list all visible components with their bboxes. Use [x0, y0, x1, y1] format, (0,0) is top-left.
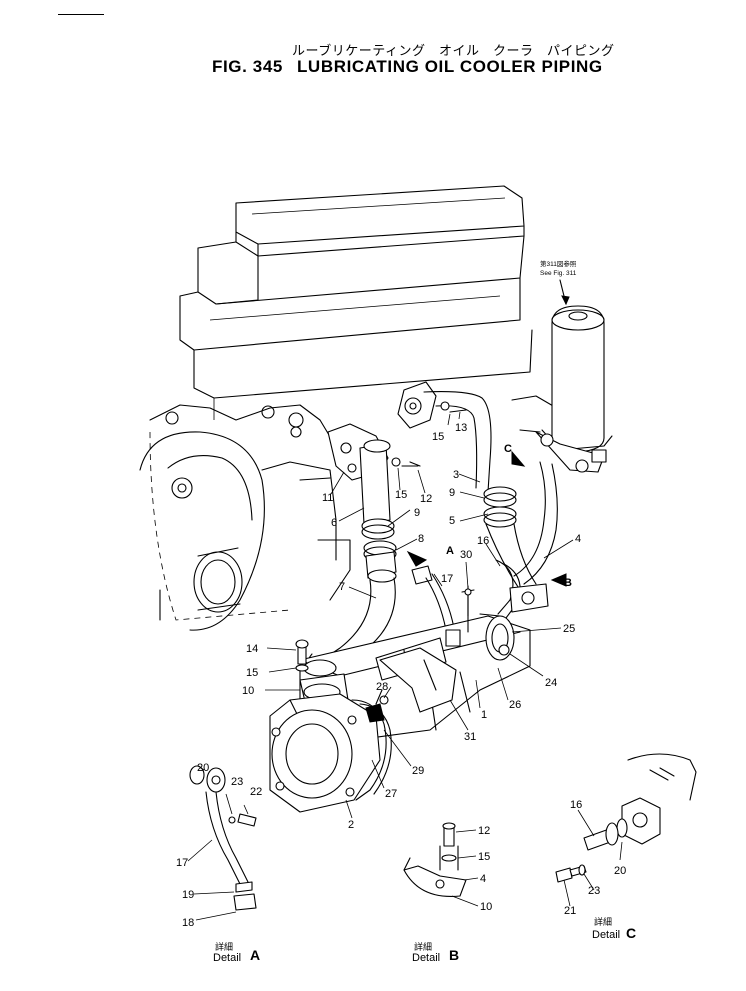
part-label: 4: [575, 533, 581, 545]
part-label: 20: [614, 865, 626, 877]
leader-lines: [265, 411, 574, 819]
engine-block-drawing: [139, 185, 561, 631]
detail-c-label: Detail: [592, 929, 620, 941]
part-label: 5: [449, 515, 455, 527]
part-label: 29: [412, 765, 424, 777]
detail-b-label-japanese: 詳細: [414, 941, 432, 953]
part-label: 15: [478, 851, 490, 863]
part-number-labels: 15 13 3 9 5 4 16 30 17 25 24 26 1 31 28 …: [242, 422, 581, 831]
part-label: 25: [563, 623, 575, 635]
detail-c-letter: C: [626, 925, 636, 941]
detail-c-label-japanese: 詳細: [594, 916, 612, 928]
view-arrow-a-icon: [406, 550, 428, 567]
part-label: 30: [460, 549, 472, 561]
figure-title: FIG. 345 LUBRICATING OIL COOLER PIPING: [212, 57, 603, 77]
part-label: 17: [176, 857, 188, 869]
oil-filter-drawing: 第311図参照 See Fig. 311: [535, 259, 613, 473]
part-label: 19: [182, 889, 194, 901]
detail-a: 20 23 22 17 19 18 詳細 Detail A: [176, 762, 262, 964]
part-label: 20: [197, 762, 209, 774]
part-label: 22: [250, 786, 262, 798]
part-label: 18: [182, 917, 194, 929]
part-label: 8: [418, 533, 424, 545]
view-marker-c: C: [504, 443, 512, 455]
view-arrow-c-icon: [511, 450, 526, 467]
figure-subtitle-japanese: ルーブリケーティング オイル クーラ パイピング: [292, 44, 615, 59]
part-label: 2: [348, 819, 354, 831]
view-arrow-b-icon: [550, 573, 567, 587]
part-label: 9: [414, 507, 420, 519]
part-label: 10: [242, 685, 254, 697]
detail-c: 16 20 23 21 詳細 Detail C: [555, 753, 697, 941]
detail-b-letter: B: [449, 947, 459, 963]
part-label: 6: [331, 517, 337, 529]
part-label: 4: [480, 873, 486, 885]
part-label: 14: [246, 643, 258, 655]
detail-a-label: Detail: [213, 952, 241, 964]
part-label: 24: [545, 677, 557, 689]
piping-assembly-drawing: [269, 381, 558, 813]
part-label: 17: [441, 573, 453, 585]
view-marker-b: B: [564, 577, 572, 589]
part-label: 7: [339, 581, 345, 593]
part-label: 11: [322, 492, 333, 504]
part-label: 27: [385, 788, 397, 800]
view-marker-a: A: [446, 545, 454, 557]
part-label: 28: [376, 681, 388, 693]
part-label: 13: [455, 422, 467, 434]
detail-b: 12 15 4 10 詳細 Detail B: [403, 822, 492, 964]
view-markers: A B C: [406, 443, 572, 589]
part-label: 26: [509, 699, 521, 711]
detail-a-letter: A: [250, 947, 260, 963]
detail-b-label: Detail: [412, 952, 440, 964]
part-label: 1: [481, 709, 487, 721]
part-label: 23: [231, 776, 243, 788]
reference-note-japanese: 第311図参照: [540, 259, 577, 268]
part-label: 21: [564, 905, 576, 917]
part-label: 16: [477, 535, 489, 547]
part-label: 23: [588, 885, 600, 897]
part-label: 15: [432, 431, 444, 443]
figure-number: FIG. 345: [212, 57, 283, 76]
part-label: 10: [480, 901, 492, 913]
part-label: 15: [395, 489, 407, 501]
part-label: 3: [453, 469, 459, 481]
part-label: 31: [464, 731, 476, 743]
part-label: 12: [478, 825, 490, 837]
part-label: 16: [570, 799, 582, 811]
detail-a-label-japanese: 詳細: [215, 941, 233, 953]
header-rule: [58, 14, 104, 15]
part-label: 9: [449, 487, 455, 499]
reference-note: See Fig. 311: [540, 270, 577, 277]
figure-title-text: LUBRICATING OIL COOLER PIPING: [296, 57, 603, 76]
part-label: 15: [246, 667, 258, 679]
part-label: 12: [420, 493, 432, 505]
